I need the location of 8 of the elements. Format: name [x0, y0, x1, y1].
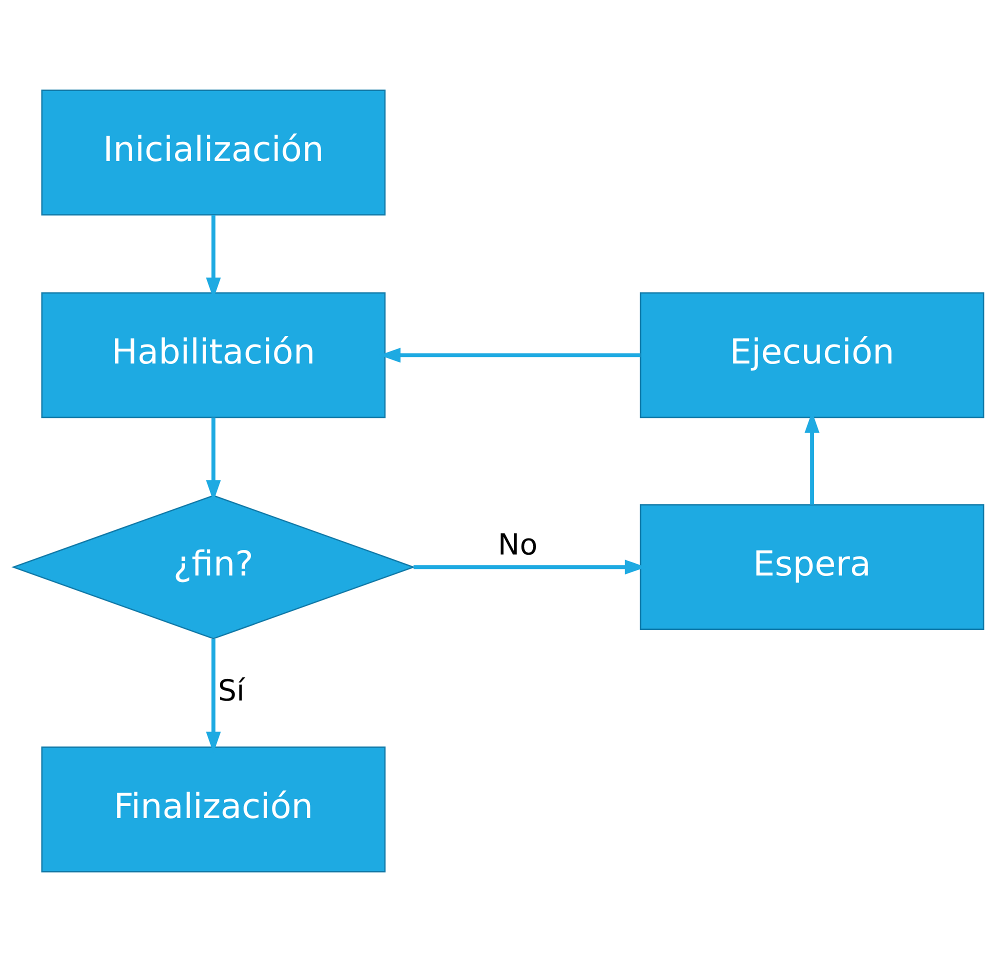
- node-diamond: ¿fin?: [11, 494, 416, 640]
- node-box: Ejecución: [640, 292, 984, 418]
- edge-label: Sí: [218, 673, 245, 708]
- edge-label: No: [498, 528, 538, 562]
- node-box: Inicialización: [41, 90, 386, 216]
- node-box: Espera: [640, 504, 984, 630]
- node-box: Habilitación: [41, 292, 386, 418]
- node-box: Finalización: [41, 746, 386, 872]
